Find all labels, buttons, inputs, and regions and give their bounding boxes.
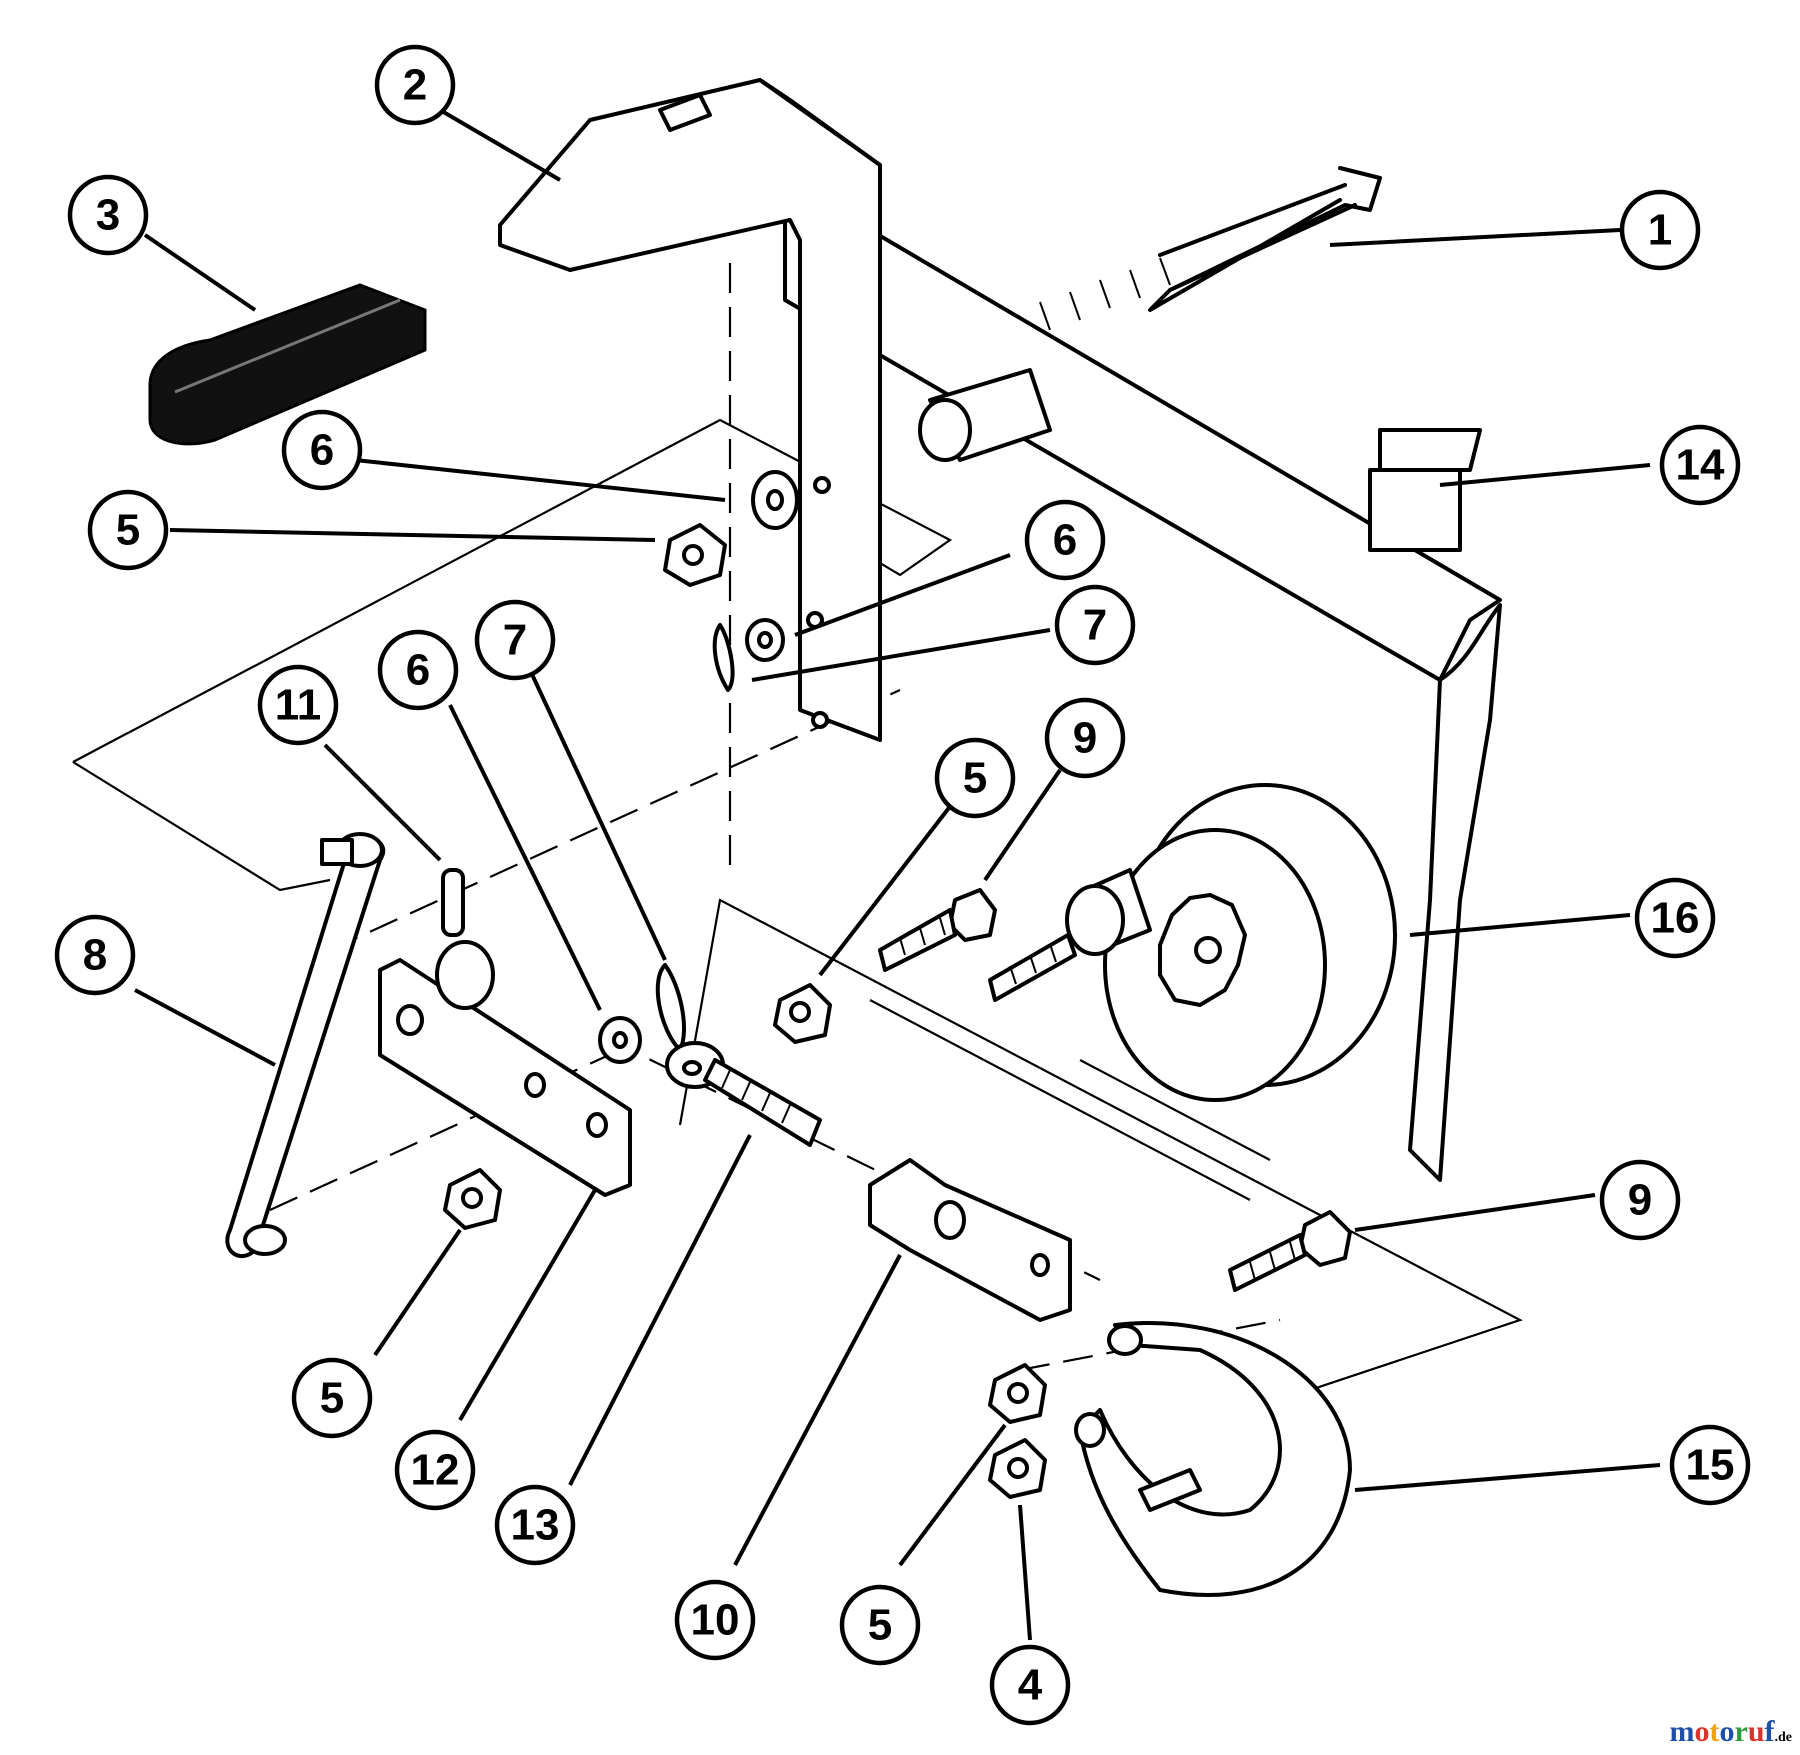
callout-1: 1	[1619, 189, 1701, 271]
callout-6: 6	[377, 629, 459, 711]
watermark-letter: f	[1764, 1715, 1775, 1748]
callout-label: 16	[1651, 894, 1700, 943]
callout-label: 1	[1648, 206, 1672, 255]
callout-circle	[1054, 584, 1136, 666]
link-rod	[225, 832, 386, 1258]
assembly-outline	[72, 263, 1523, 1402]
callout-circle	[839, 1584, 921, 1666]
watermark-letter: o	[1694, 1715, 1710, 1748]
callout-circle	[494, 1484, 576, 1566]
callout-3: 3	[67, 174, 149, 256]
callout-label: 5	[116, 506, 140, 555]
hardware	[443, 470, 1047, 1499]
watermark: motoruf.de	[1669, 1715, 1792, 1749]
callout-circle	[989, 1644, 1071, 1726]
callout-5: 5	[934, 737, 1016, 819]
callout-circle	[1619, 189, 1701, 271]
callout-label: 4	[1018, 1661, 1043, 1710]
pedal-pad	[148, 283, 427, 446]
eye-bolt	[665, 1041, 822, 1147]
callout-circle	[67, 174, 149, 256]
callout-label: 7	[1083, 601, 1107, 650]
callout-label: 5	[320, 1374, 344, 1423]
plate	[378, 940, 632, 1197]
callout-circle	[674, 1579, 756, 1661]
callout-circle	[281, 409, 363, 491]
callout-circle	[934, 737, 1016, 819]
callout-label: 9	[1073, 714, 1097, 763]
watermark-suffix: .de	[1774, 1730, 1793, 1745]
callout-15: 15	[1669, 1424, 1751, 1506]
callout-label: 7	[503, 616, 527, 665]
watermark-letter: r	[1734, 1715, 1748, 1748]
callout-6: 6	[281, 409, 363, 491]
callout-4: 4	[989, 1644, 1071, 1726]
callout-circle	[474, 599, 556, 681]
callout-circle	[1669, 1424, 1751, 1506]
leader-lines	[134, 108, 1661, 1641]
frame-rail	[783, 178, 1502, 1182]
watermark-text: motoruf	[1669, 1715, 1774, 1748]
callout-16: 16	[1634, 877, 1716, 959]
callout-7: 7	[1054, 584, 1136, 666]
callout-circle	[1659, 424, 1741, 506]
callout-label: 12	[411, 1446, 460, 1495]
callout-5: 5	[291, 1357, 373, 1439]
callout-circle	[1599, 1159, 1681, 1241]
callout-label: 5	[868, 1601, 892, 1650]
callout-9: 9	[1044, 697, 1126, 779]
callout-7: 7	[474, 599, 556, 681]
callout-14: 14	[1659, 424, 1741, 506]
callout-label: 14	[1676, 441, 1725, 490]
short-bolts	[878, 888, 1352, 1292]
callout-8: 8	[54, 914, 136, 996]
clevis-bar	[868, 1158, 1072, 1322]
pedal-bracket	[498, 78, 882, 742]
watermark-letter: o	[1719, 1715, 1735, 1748]
callout-circle	[374, 44, 456, 126]
callout-2: 2	[374, 44, 456, 126]
callout-label: 11	[275, 681, 322, 730]
callout-circle	[377, 629, 459, 711]
callout-10: 10	[674, 1579, 756, 1661]
callout-6: 6	[1024, 499, 1106, 581]
callout-circle	[1044, 697, 1126, 779]
pin	[441, 868, 465, 937]
callout-13: 13	[494, 1484, 576, 1566]
callout-label: 8	[83, 931, 107, 980]
callout-label: 6	[406, 646, 430, 695]
callout-circle	[1024, 499, 1106, 581]
callout-label: 10	[691, 1596, 740, 1645]
callout-label: 5	[963, 754, 987, 803]
brake-band	[1074, 1321, 1352, 1597]
watermark-letter: m	[1669, 1715, 1695, 1748]
callout-9: 9	[1599, 1159, 1681, 1241]
callout-label: 3	[96, 191, 120, 240]
callout-circle	[1634, 877, 1716, 959]
callout-11: 11	[257, 664, 339, 746]
callout-circle	[87, 489, 169, 571]
brake-drum	[988, 783, 1397, 1102]
callout-circle	[54, 914, 136, 996]
callout-5: 5	[839, 1584, 921, 1666]
callout-label: 15	[1686, 1441, 1735, 1490]
callout-5: 5	[87, 489, 169, 571]
callout-12: 12	[394, 1429, 476, 1511]
callout-label: 9	[1628, 1176, 1652, 1225]
callout-label: 13	[511, 1501, 560, 1550]
callout-circle	[257, 664, 339, 746]
callout-circle	[291, 1357, 373, 1439]
callout-label: 6	[1053, 516, 1077, 565]
callout-label: 2	[403, 61, 427, 110]
long-bolt	[1039, 166, 1382, 331]
watermark-letter: t	[1709, 1715, 1720, 1748]
watermark-letter: u	[1747, 1715, 1765, 1748]
callout-label: 6	[310, 426, 334, 475]
callout-circle	[394, 1429, 476, 1511]
